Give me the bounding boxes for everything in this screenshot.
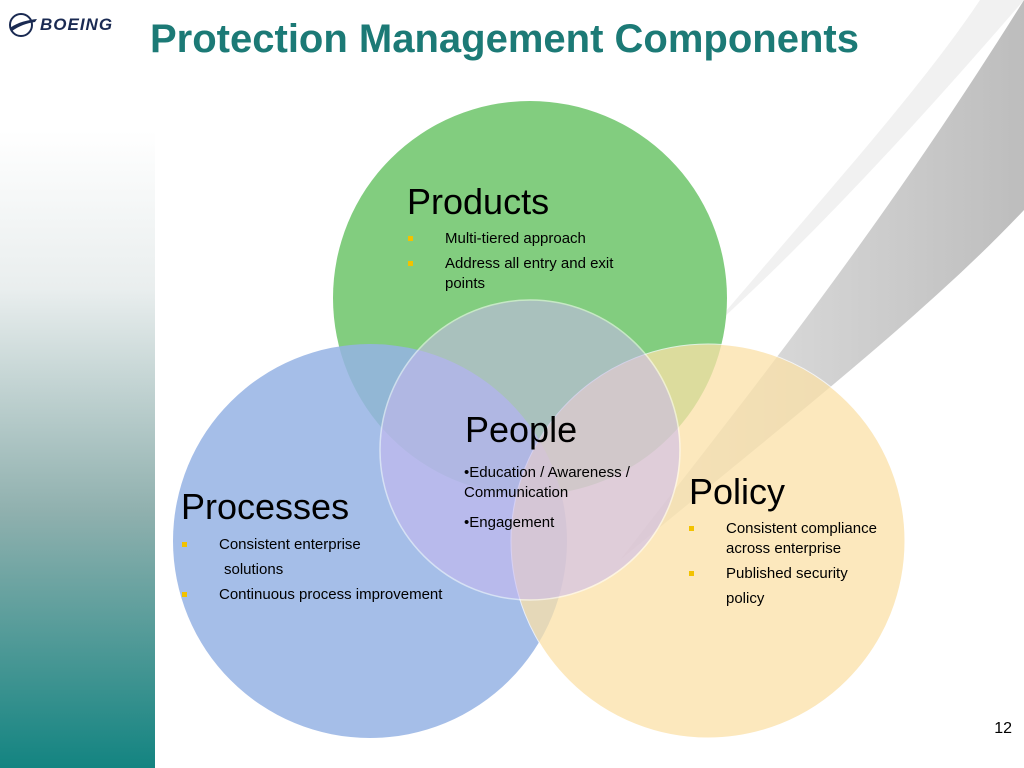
list-item: Consistent compliance across enterprise [689,519,909,559]
list-item: Address all entry and exit points [408,254,648,294]
people-bullets: •Education / Awareness / Communication •… [464,463,664,543]
bullet-marker [689,526,694,531]
list-item: •Engagement [464,514,555,531]
bullet-marker [408,261,413,266]
people-heading: People [465,409,578,450]
list-item: Published security policy [689,564,909,609]
policy-bullets: Consistent compliance across enterprise … [689,519,909,614]
list-item: Multi-tiered approach [408,229,648,249]
bullet-marker [408,236,413,241]
processes-bullets: Consistent enterprise solutions Continuo… [182,535,482,610]
boeing-wordmark: BOEING [40,15,114,34]
processes-heading: Processes [181,486,350,527]
left-gradient-band [0,130,155,768]
list-item: •Education / Awareness / Communication [464,464,630,501]
products-heading: Products [407,181,550,222]
people-circle[interactable] [379,299,681,601]
products-bullets: Multi-tiered approach Address all entry … [408,229,648,299]
list-item: Continuous process improvement [182,585,482,605]
bullet-marker [689,571,694,576]
bullet-marker [182,542,187,547]
gray-swoosh [620,0,1024,560]
page-title: Protection Management Components [150,17,859,61]
policy-heading: Policy [689,471,786,512]
bullet-marker [182,592,187,597]
list-item: Consistent enterprise solutions [182,535,482,580]
page-number: 12 [994,720,1012,737]
boeing-logo: BOEING [8,8,148,42]
light-swoosh [710,0,1024,330]
boeing-logo-icon [9,13,37,37]
